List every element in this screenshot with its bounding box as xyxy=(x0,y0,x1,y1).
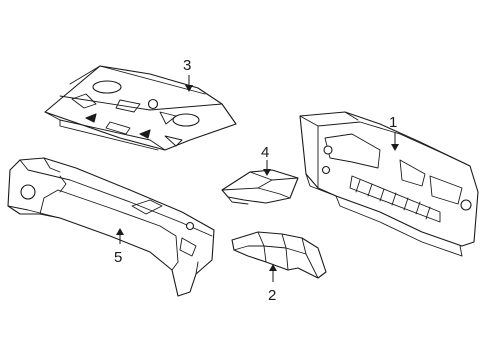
part-1-rear-panel xyxy=(299,111,479,257)
part-3-rear-shelf xyxy=(44,65,237,151)
callout-2-arrow xyxy=(269,264,277,271)
callout-3-arrow xyxy=(185,85,193,92)
part-5-cross-member xyxy=(7,157,215,297)
callout-2: 2 xyxy=(268,264,277,304)
callout-5-label: 5 xyxy=(114,249,122,266)
callout-3: 3 xyxy=(183,57,193,92)
callout-5-arrow xyxy=(116,228,124,235)
part-4-bracket xyxy=(221,169,299,205)
callout-2-label: 2 xyxy=(268,287,276,304)
callout-4-label: 4 xyxy=(261,144,269,161)
callout-4: 4 xyxy=(261,144,271,176)
part-2-bracket xyxy=(231,231,327,279)
callout-1-label: 1 xyxy=(389,114,397,131)
callout-3-label: 3 xyxy=(183,57,191,74)
callout-1: 1 xyxy=(389,114,399,151)
callout-4-arrow xyxy=(263,169,271,176)
callout-5: 5 xyxy=(114,228,124,266)
callout-1-arrow xyxy=(391,144,399,151)
